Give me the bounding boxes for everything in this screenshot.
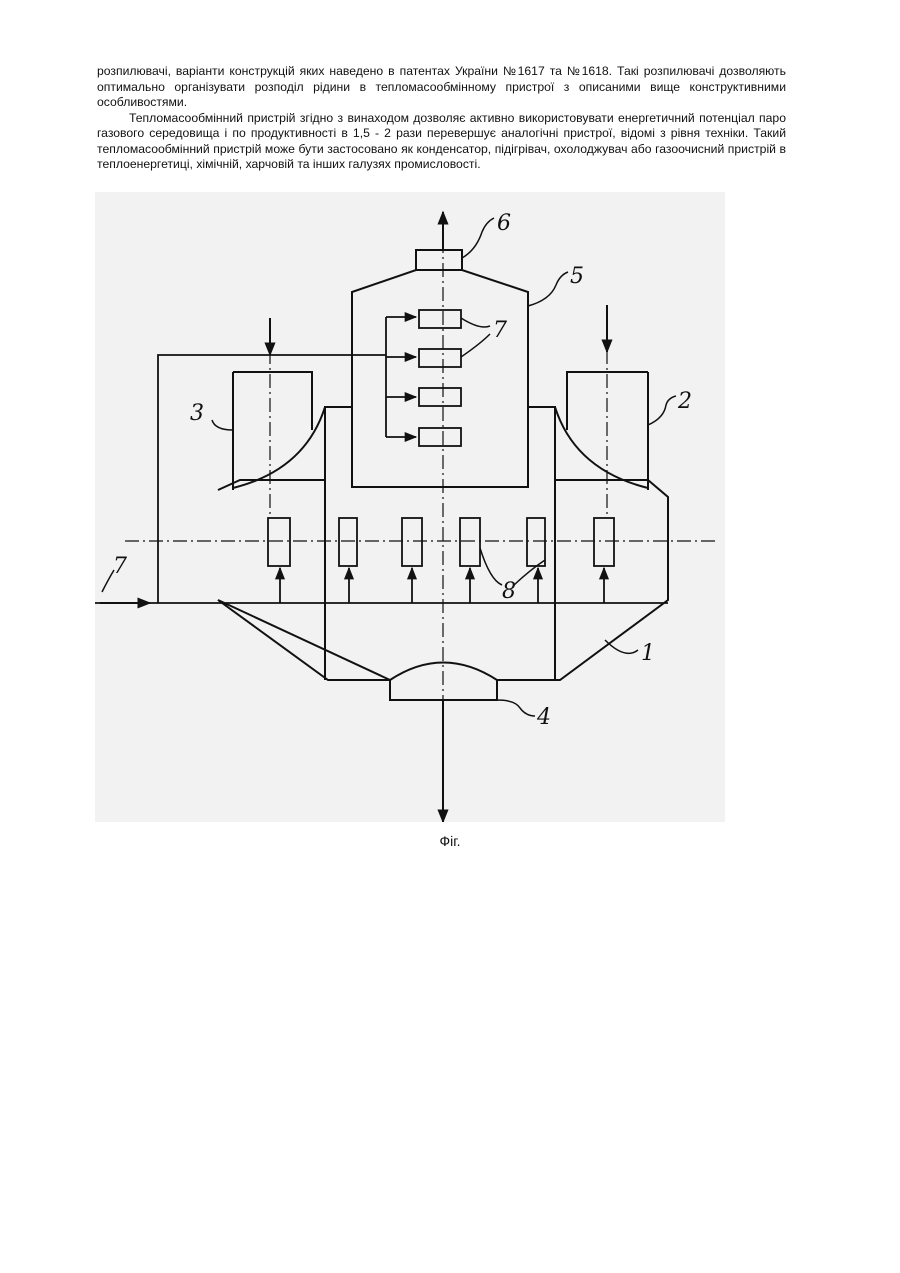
apparatus-drawing: 6 5 7 2 3 7 8 1 4 (95, 192, 725, 822)
label-5: 5 (570, 264, 584, 289)
label-7-top: 7 (493, 318, 507, 343)
label-7-left: 7 (113, 554, 127, 579)
label-4: 4 (536, 705, 551, 730)
body-text: розпилювачі, варіанти конструкцій яких н… (97, 64, 786, 173)
label-6: 6 (497, 211, 511, 236)
paragraph-1: розпилювачі, варіанти конструкцій яких н… (97, 64, 786, 111)
label-1: 1 (641, 641, 655, 666)
figure: 6 5 7 2 3 7 8 1 4 (95, 192, 725, 822)
label-3: 3 (190, 401, 204, 426)
figure-caption: Фіг. (0, 833, 900, 849)
label-8: 8 (502, 579, 516, 604)
label-2: 2 (677, 389, 692, 414)
paragraph-2: Тепломасообмінний пристрій згідно з вина… (97, 111, 786, 173)
